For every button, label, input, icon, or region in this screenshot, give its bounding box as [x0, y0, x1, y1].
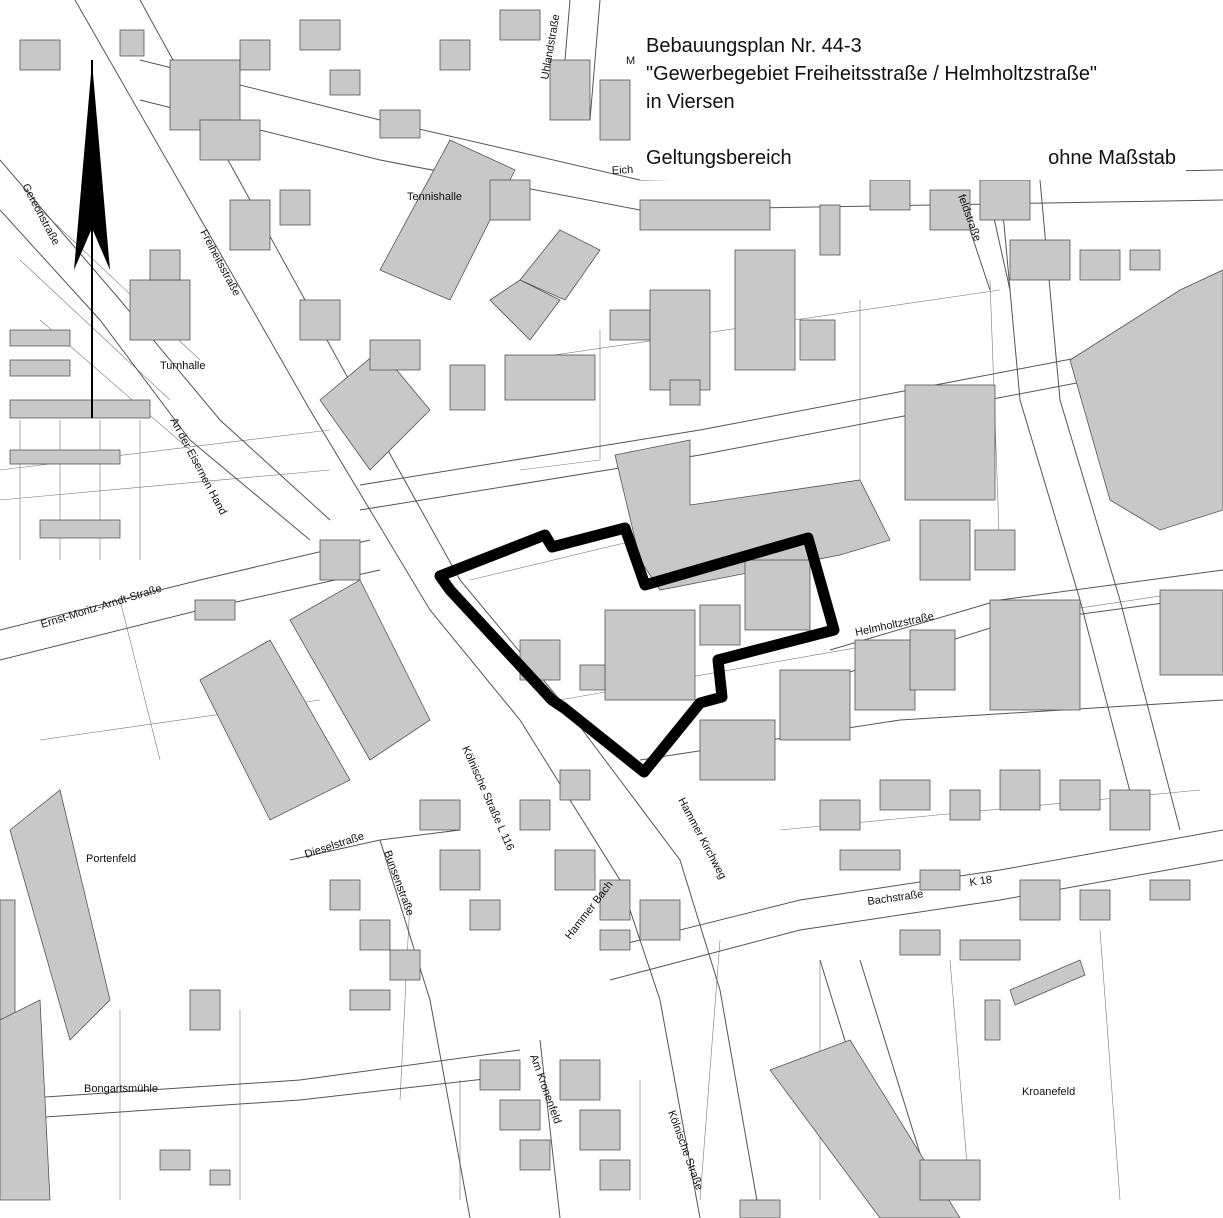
plan-title: Bebauungsplan Nr. 44-3 — [646, 35, 862, 57]
place-label-bongartsmuehle: Bongartsmühle — [84, 1083, 158, 1095]
plan-scale-label: ohne Maßstab — [1048, 147, 1176, 169]
plan-city: in Viersen — [646, 91, 735, 113]
street-label-eich: Eich — [612, 164, 634, 177]
place-label-turnhalle: Turnhalle — [160, 360, 205, 372]
place-label-kroanefeld: Kroanefeld — [1022, 1086, 1075, 1098]
street-label-m: M — [626, 55, 635, 67]
title-box: Bebauungsplan Nr. 44-3 "Gewerbegebiet Fr… — [640, 28, 1186, 180]
place-label-portenfeld: Portenfeld — [86, 853, 136, 865]
buildings — [0, 9, 1223, 1218]
plan-scope-label: Geltungsbereich — [646, 147, 792, 169]
plan-boundary — [434, 522, 840, 778]
place-label-tennishalle: Tennishalle — [407, 191, 462, 203]
street-label-k18: K 18 — [969, 874, 993, 889]
north-arrow-icon — [74, 60, 110, 418]
plan-subtitle: "Gewerbegebiet Freiheitsstraße / Helmhol… — [646, 63, 1098, 85]
